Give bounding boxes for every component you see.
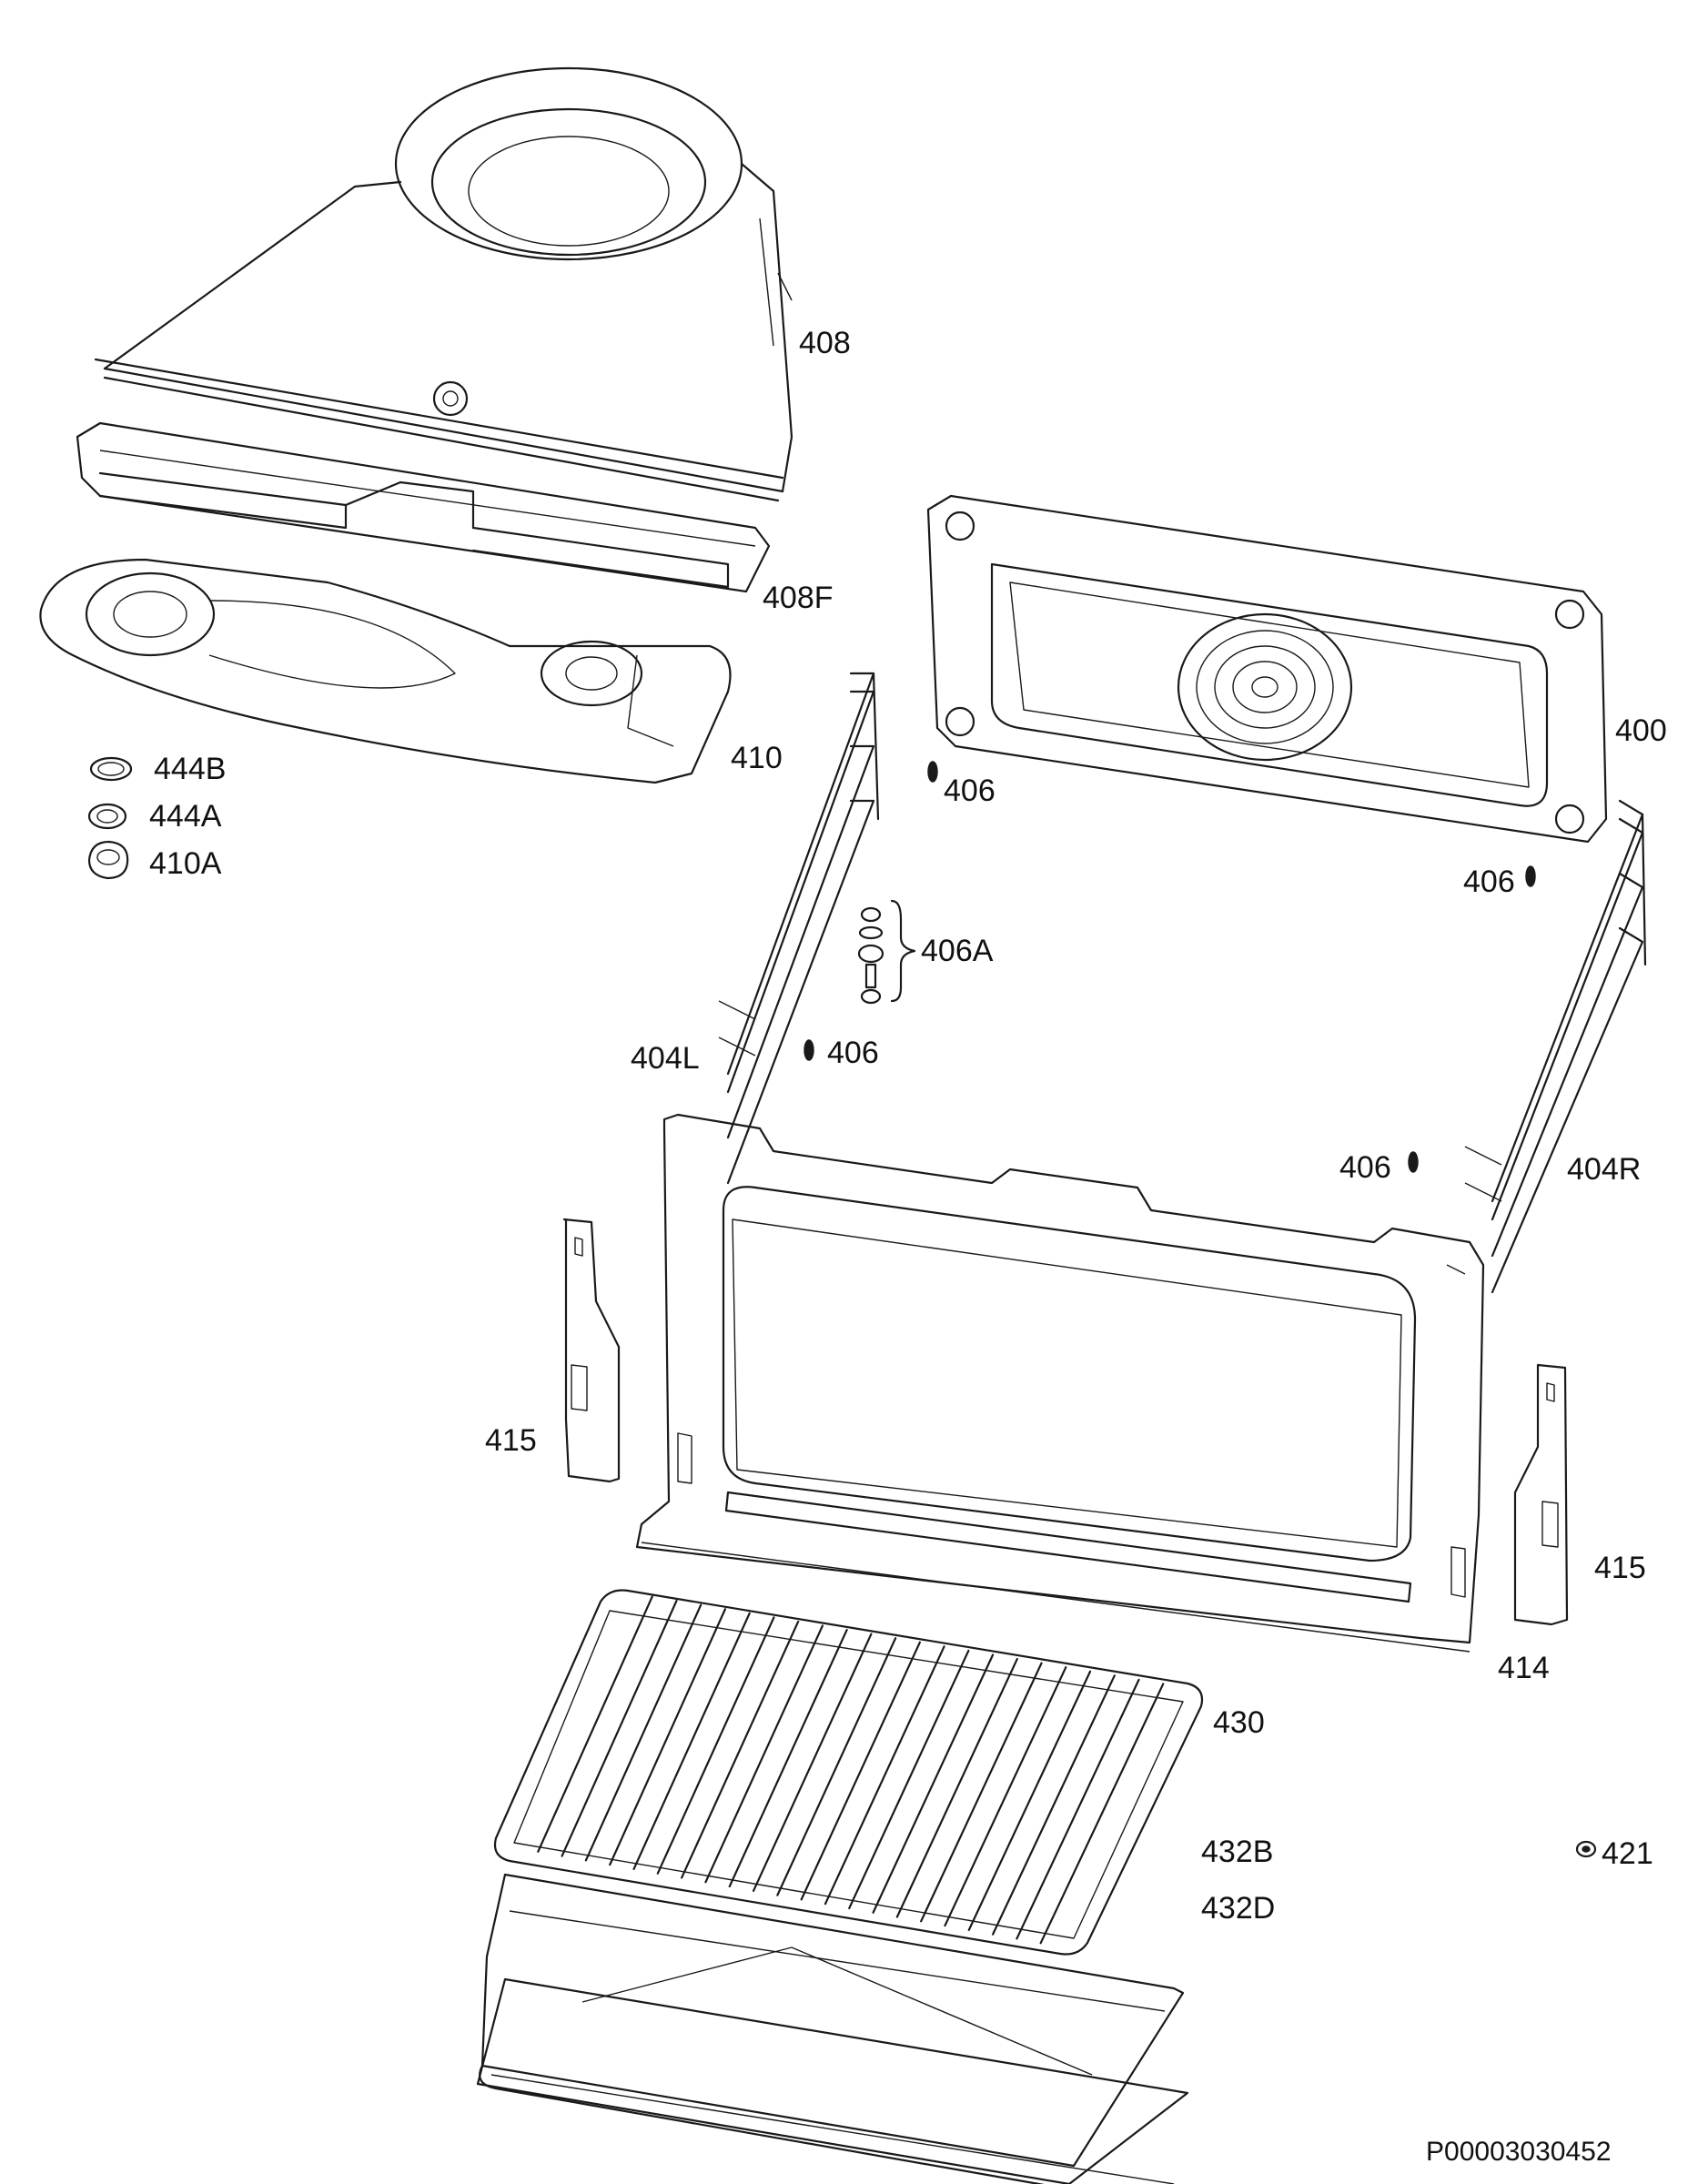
label-415-right: 415 [1594, 1551, 1646, 1585]
label-432B: 432B [1201, 1835, 1274, 1869]
label-421: 421 [1602, 1836, 1653, 1871]
label-404L: 404L [631, 1041, 700, 1076]
part-408F-duct-frame [76, 421, 771, 593]
shelf-wire-bar [537, 1595, 653, 1853]
part-404L-left-rack [718, 672, 880, 1185]
label-444A: 444A [149, 799, 222, 834]
shelf-wire-bar [991, 1674, 1116, 1936]
label-414: 414 [1498, 1651, 1550, 1685]
part-406A-fastener-stack [857, 899, 916, 1005]
part-406-clip-b [1525, 865, 1536, 887]
shelf-wire-bar [920, 1662, 1043, 1923]
label-406-upper-center: 406 [944, 774, 996, 808]
document-number: P00003030452 [1426, 2137, 1612, 2167]
label-400: 400 [1615, 713, 1667, 748]
shelf-wire-bar [632, 1612, 751, 1871]
shelf-wire-bar [728, 1628, 848, 1888]
label-408F: 408F [763, 581, 834, 615]
label-415-left: 415 [485, 1423, 537, 1458]
part-404R-right-rack [1464, 799, 1647, 1294]
part-408-fan-housing [94, 66, 793, 502]
shelf-wire-bar [656, 1616, 775, 1875]
label-444B: 444B [154, 752, 227, 786]
shelf-wire-bar [800, 1641, 921, 1901]
label-406A: 406A [921, 934, 994, 968]
label-404R: 404R [1567, 1152, 1642, 1187]
part-400-back-panel [926, 494, 1608, 844]
shelf-wire-bar [895, 1657, 1018, 1918]
part-421-screw [1575, 1840, 1597, 1858]
label-406-lower-center: 406 [827, 1036, 879, 1070]
part-432B-baking-tray [479, 1873, 1185, 2184]
shelf-wire-bar [609, 1608, 727, 1866]
label-410A: 410A [149, 846, 222, 881]
shelf-wire-bar [848, 1649, 970, 1910]
label-408: 408 [799, 326, 851, 360]
shelf-wire-bar [561, 1600, 678, 1857]
part-432D-deep-tray [476, 1977, 1189, 2184]
shelf-wire-bar [824, 1645, 945, 1906]
part-406-clip-d [1408, 1151, 1419, 1173]
shelf-wire-bar [1039, 1683, 1165, 1945]
shelf-wire-bar [967, 1670, 1092, 1931]
part-410-base-plate [39, 558, 732, 784]
label-406-upper-right: 406 [1463, 864, 1515, 899]
part-444A-gasket [87, 803, 127, 830]
shelf-wire-bar [584, 1603, 702, 1862]
part-410A-gasket [87, 840, 129, 880]
part-406-clip-a [927, 761, 938, 783]
shelf-wire-bar [944, 1666, 1067, 1927]
shelf-wire-bar [752, 1633, 873, 1892]
shelf-wire-bar [681, 1620, 800, 1879]
label-410: 410 [731, 741, 783, 775]
label-406-lower-right: 406 [1339, 1150, 1391, 1185]
part-430-wire-shelf [493, 1589, 1204, 1956]
part-406-clip-c [804, 1039, 814, 1061]
shelf-wire-bar [776, 1637, 897, 1896]
part-414-front-frame [635, 1113, 1485, 1653]
label-430: 430 [1213, 1705, 1265, 1740]
part-415-right-bracket [1513, 1363, 1569, 1626]
part-444B-gasket [89, 756, 133, 782]
shelf-wire-bar [704, 1624, 824, 1884]
part-415-left-bracket [562, 1218, 621, 1483]
shelf-wire-bar [1016, 1678, 1140, 1940]
label-432D: 432D [1201, 1891, 1276, 1926]
shelf-wire-bar [872, 1653, 995, 1914]
